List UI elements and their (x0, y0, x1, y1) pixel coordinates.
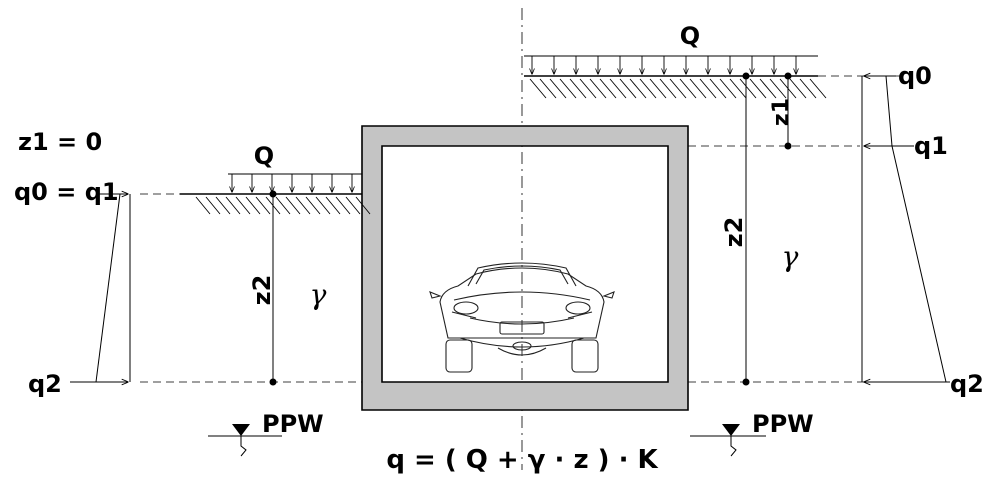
label-ppw-right: PPW (752, 410, 814, 438)
label-q0-eq-q1: q0 = q1 (14, 178, 119, 206)
label-z2-right: z2 (720, 217, 748, 248)
car-illustration (429, 262, 615, 373)
ppw-symbol-left (208, 424, 282, 457)
label-q2-right: q2 (950, 370, 984, 398)
left-depth-line (269, 190, 277, 386)
left-ground (180, 173, 371, 215)
load-label-left: Q (254, 142, 274, 170)
label-gamma-right: γ (782, 240, 799, 273)
label-q1-right: q1 (914, 132, 948, 160)
label-q2-left: q2 (28, 370, 62, 398)
left-pressure-diagram (70, 194, 131, 382)
label-gamma-left: γ (310, 278, 327, 311)
label-q0: q0 (898, 62, 932, 90)
label-ppw-left: PPW (262, 410, 324, 438)
load-label-top: Q (680, 22, 700, 50)
label-z1-zero: z1 = 0 (18, 128, 102, 156)
formula-label: q = ( Q + γ · z ) · K (386, 445, 658, 475)
right-ground (524, 55, 827, 99)
right-depth-lines (742, 72, 792, 386)
label-z2-left: z2 (248, 275, 276, 306)
ppw-symbol-right (690, 424, 766, 457)
right-pressure-diagram (861, 76, 950, 382)
label-z1-right: z1 (769, 98, 794, 126)
culvert-box (361, 125, 689, 411)
